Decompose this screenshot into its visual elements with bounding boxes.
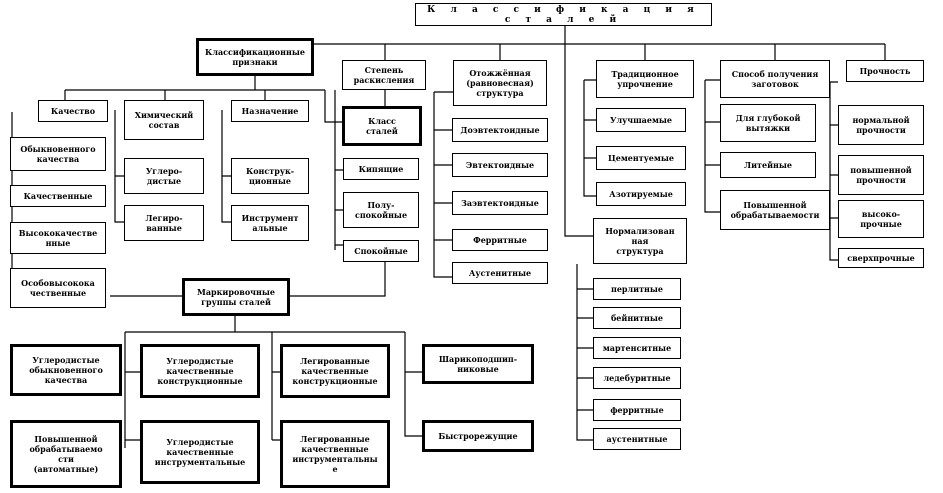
marking-groups-header: Маркировочные группы сталей — [182, 278, 290, 316]
normalized-item: бейнитные — [593, 307, 681, 329]
quality-item: Высококачестве нные — [10, 222, 106, 254]
blank-method-item: Повышенной обрабатываемости — [720, 190, 830, 230]
quality-column-header: Качество — [38, 100, 108, 122]
annealed-item: Заэвтектоидные — [452, 191, 548, 215]
connector — [704, 79, 720, 213]
normalized-item: мартенситные — [593, 337, 681, 359]
chemical-item: Углеро- дистые — [124, 158, 204, 194]
diagram-title: К л а с с и ф и к а ц и я с т а л е й — [415, 3, 712, 26]
marking-group-item: Легированные качественные инструментальн… — [280, 420, 390, 488]
marking-group-item: Легированные качественные конструкционны… — [280, 344, 390, 398]
marking-group-item: Углеродистые качественные инструментальн… — [140, 420, 260, 484]
strength-item: нормальной прочности — [838, 105, 924, 145]
strength-item: сверхпрочные — [838, 248, 924, 268]
traditional-item: Азотируемые — [596, 182, 686, 206]
connector — [124, 316, 422, 448]
annealed-item: Доэвтектоидные — [452, 118, 548, 142]
connector — [290, 260, 386, 297]
quality-item: Особовысокока чественные — [10, 268, 106, 308]
marking-group-item: Шарикоподшип- никовые — [422, 344, 534, 384]
traditional-hardening-header: Традиционное упрочнение — [596, 60, 694, 98]
connector — [583, 79, 596, 197]
strength-item: повышенной прочности — [838, 155, 924, 195]
steel-class-box: Класс сталей — [342, 106, 422, 146]
chemical-column-header: Химический состав — [124, 100, 204, 140]
criteria-header: Классификационные признаки — [196, 38, 314, 76]
normalized-item: ферритные — [593, 399, 681, 421]
connector — [125, 332, 280, 441]
purpose-column-header: Назначение — [231, 100, 309, 122]
connector — [221, 110, 231, 223]
blank-method-header: Способ получения заготовок — [720, 60, 830, 98]
connector — [64, 76, 342, 123]
connector — [114, 110, 124, 223]
connector — [829, 81, 838, 261]
normalized-structure-header: Нормализован ная структура — [593, 218, 687, 264]
strength-header: Прочность — [846, 60, 924, 82]
annealed-item: Эвтектоидные — [452, 153, 548, 177]
deoxidation-item: Спокойные — [343, 240, 419, 262]
marking-group-item: Углеродистые качественные конструкционны… — [140, 344, 260, 398]
deoxidation-header: Степень раскисления — [342, 60, 426, 90]
normalized-item: аустенитные — [593, 428, 681, 450]
connector — [564, 44, 593, 237]
normalized-item: ледебуритные — [593, 367, 681, 389]
annealed-item: Ферритные — [452, 229, 548, 251]
deoxidation-item: Кипящие — [343, 158, 419, 180]
chemical-item: Легиро- ванные — [124, 205, 204, 241]
marking-group-item: Повышенной обрабатываемо сти (автоматные… — [10, 420, 122, 488]
purpose-item: Инструмент альные — [231, 205, 309, 241]
traditional-item: Цементуемые — [596, 146, 686, 170]
quality-item: Качественные — [10, 185, 106, 207]
connector — [254, 38, 886, 60]
strength-item: высоко- прочные — [838, 200, 924, 238]
connector — [255, 26, 885, 45]
traditional-item: Улучшаемые — [596, 108, 686, 132]
deoxidation-item: Полу- спокойные — [343, 192, 419, 228]
connector — [433, 91, 500, 278]
annealed-item: Аустенитные — [452, 262, 548, 284]
blank-method-item: Для глубокой вытяжки — [720, 104, 816, 142]
connector — [576, 264, 593, 441]
connector — [334, 90, 386, 250]
blank-method-item: Литейные — [720, 152, 816, 178]
marking-group-item: Быстрорежущие — [422, 420, 534, 452]
marking-group-item: Углеродистые обыкновенного качества — [10, 344, 122, 396]
normalized-item: перлитные — [593, 278, 681, 300]
purpose-item: Конструк- ционные — [231, 158, 309, 194]
annealed-structure-header: Отожжённая (равновесная) структура — [453, 60, 547, 106]
quality-item: Обыкновенного качества — [10, 137, 106, 171]
